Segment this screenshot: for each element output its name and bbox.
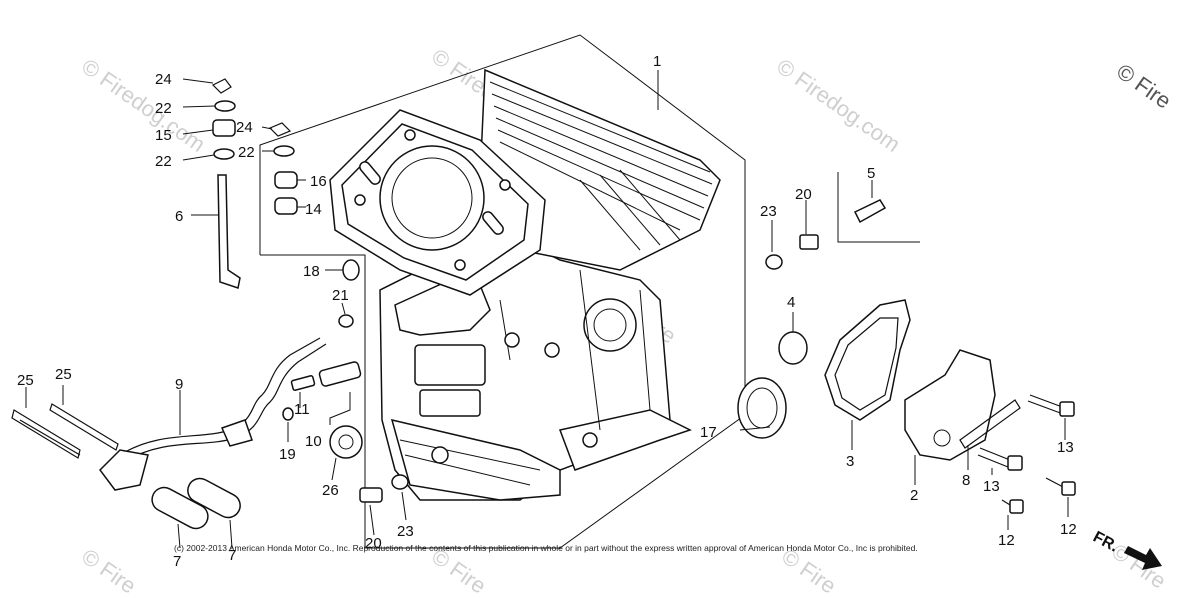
callout-15[interactable]: 15 <box>155 127 172 144</box>
oil-pipe-assembly <box>11 337 363 530</box>
watermark: © Fire <box>1112 59 1176 114</box>
cylinder-bore <box>329 109 546 296</box>
callout-24[interactable]: 24 <box>236 119 253 136</box>
callout-23[interactable]: 23 <box>760 203 777 220</box>
callout-25[interactable]: 25 <box>55 366 72 383</box>
callout-3[interactable]: 3 <box>846 453 854 470</box>
callout-14[interactable]: 14 <box>305 201 322 218</box>
callout-20[interactable]: 20 <box>365 535 382 552</box>
callout-11[interactable]: 11 <box>294 401 310 418</box>
dipstick-parts <box>211 78 360 328</box>
callout-12[interactable]: 12 <box>1060 521 1077 538</box>
front-arrow-icon <box>1124 546 1162 570</box>
callout-20[interactable]: 20 <box>795 186 812 203</box>
callout-17[interactable]: 17 <box>700 424 717 441</box>
callout-24[interactable]: 24 <box>155 71 172 88</box>
callout-6[interactable]: 6 <box>175 208 183 225</box>
callout-9[interactable]: 9 <box>175 376 183 393</box>
callout-5[interactable]: 5 <box>867 165 875 182</box>
callout-7[interactable]: 7 <box>228 547 236 564</box>
callout-2[interactable]: 2 <box>910 487 918 504</box>
callout-19[interactable]: 19 <box>279 446 296 463</box>
leader-lines <box>25 70 1069 549</box>
callout-25[interactable]: 25 <box>17 372 34 389</box>
callout-12[interactable]: 12 <box>998 532 1015 549</box>
copyright-notice: (c) 2002-2013 American Honda Motor Co., … <box>174 543 918 553</box>
callout-4[interactable]: 4 <box>787 294 795 311</box>
callout-10[interactable]: 10 <box>305 433 322 450</box>
callout-21[interactable]: 21 <box>332 287 349 304</box>
watermark: © Firedog.com <box>77 54 210 157</box>
watermark: © Fire <box>77 544 141 593</box>
callout-23[interactable]: 23 <box>397 523 414 540</box>
watermark: © Firedog.com <box>772 54 905 157</box>
callout-8[interactable]: 8 <box>962 472 970 489</box>
callout-18[interactable]: 18 <box>303 263 320 280</box>
callout-labels: 1 2 3 4 5 6 7 7 8 9 10 11 12 12 13 13 14… <box>17 53 1077 570</box>
callout-13[interactable]: 13 <box>1057 439 1074 456</box>
callout-1[interactable]: 1 <box>653 53 661 70</box>
callout-16[interactable]: 16 <box>310 173 327 190</box>
callout-7[interactable]: 7 <box>173 553 181 570</box>
cylinder-block <box>379 239 692 501</box>
callout-22[interactable]: 22 <box>238 144 255 161</box>
callout-13[interactable]: 13 <box>983 478 1000 495</box>
callout-22[interactable]: 22 <box>155 100 172 117</box>
callout-22[interactable]: 22 <box>155 153 172 170</box>
callout-26[interactable]: 26 <box>322 482 339 499</box>
side-cover-parts <box>359 199 1076 514</box>
